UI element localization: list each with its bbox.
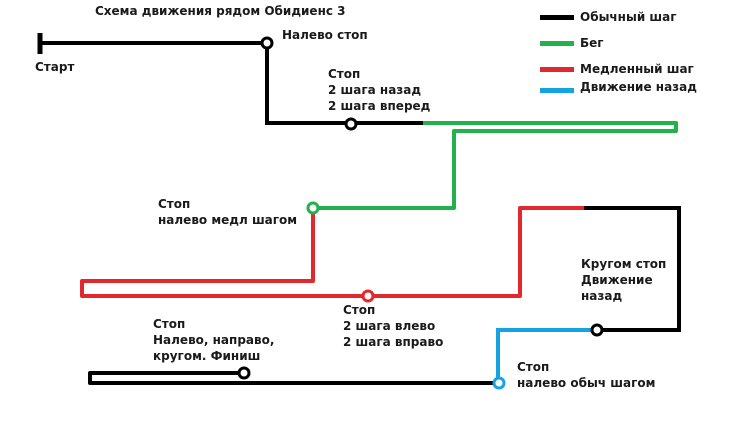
label-stop-1-line-2: 2 шага назад xyxy=(328,83,422,97)
route-segment-slow xyxy=(80,206,584,298)
label-stop-1-line-1: Стоп xyxy=(328,67,361,81)
label-stop-3-line-2: 2 шага влево xyxy=(343,319,436,333)
stop-point-6 xyxy=(492,376,506,390)
label-stop-2-line-2: налево медл шагом xyxy=(158,213,298,227)
label-about-turn: Кругом стоп Движение назад xyxy=(581,256,666,304)
stop-point-5 xyxy=(590,323,604,337)
route-segment-back xyxy=(496,328,597,383)
label-finish-line-3: кругом. Финиш xyxy=(153,349,261,363)
legend-label-back: Движение назад xyxy=(580,80,697,94)
label-stop-1: Стоп 2 шага назад 2 шага вперед xyxy=(328,66,430,114)
stop-point-1 xyxy=(260,36,274,50)
legend-swatch-slow xyxy=(540,67,574,72)
route-segment-normal-3 xyxy=(88,371,498,385)
legend-label-normal: Обычный шаг xyxy=(580,10,677,24)
legend-swatch-normal xyxy=(540,15,574,20)
stop-point-finish xyxy=(237,366,251,380)
label-finish-line-1: Стоп xyxy=(153,317,186,331)
label-stop-3: Стоп 2 шага влево 2 шага вправо xyxy=(343,302,443,350)
label-stop-4-line-2: налево обыч шагом xyxy=(517,376,656,390)
legend-swatch-run xyxy=(540,41,574,46)
label-start: Старт xyxy=(35,60,75,74)
legend-label-run: Бег xyxy=(580,36,604,50)
label-stop-2-line-1: Стоп xyxy=(158,197,191,211)
stop-point-2 xyxy=(344,117,358,131)
legend-label-slow: Медленный шаг xyxy=(580,62,694,76)
label-stop-3-line-3: 2 шага вправо xyxy=(343,335,444,349)
label-stop-4: Стоп налево обыч шагом xyxy=(517,359,655,391)
route-segment-run xyxy=(313,121,678,210)
label-about-turn-line-3: назад xyxy=(581,289,623,303)
label-about-turn-line-1: Кругом стоп xyxy=(581,257,667,271)
label-finish-line-2: Налево, направо, xyxy=(153,333,275,347)
stop-point-3 xyxy=(306,201,320,215)
label-stop-2: Стоп налево медл шагом xyxy=(158,196,297,228)
diagram-title: Схема движения рядом Обидиенс 3 xyxy=(95,4,346,18)
stop-point-4 xyxy=(361,289,375,303)
label-stop-1-line-3: 2 шага вперед xyxy=(328,99,431,113)
legend-swatch-back xyxy=(540,88,574,93)
label-stop-3-line-1: Стоп xyxy=(343,303,376,317)
label-about-turn-line-2: Движение xyxy=(581,273,653,287)
label-stop-left: Налево стоп xyxy=(282,28,368,42)
label-finish: Стоп Налево, направо, кругом. Финиш xyxy=(153,316,274,364)
label-stop-4-line-1: Стоп xyxy=(517,360,550,374)
route-segment-normal-2 xyxy=(584,206,681,332)
